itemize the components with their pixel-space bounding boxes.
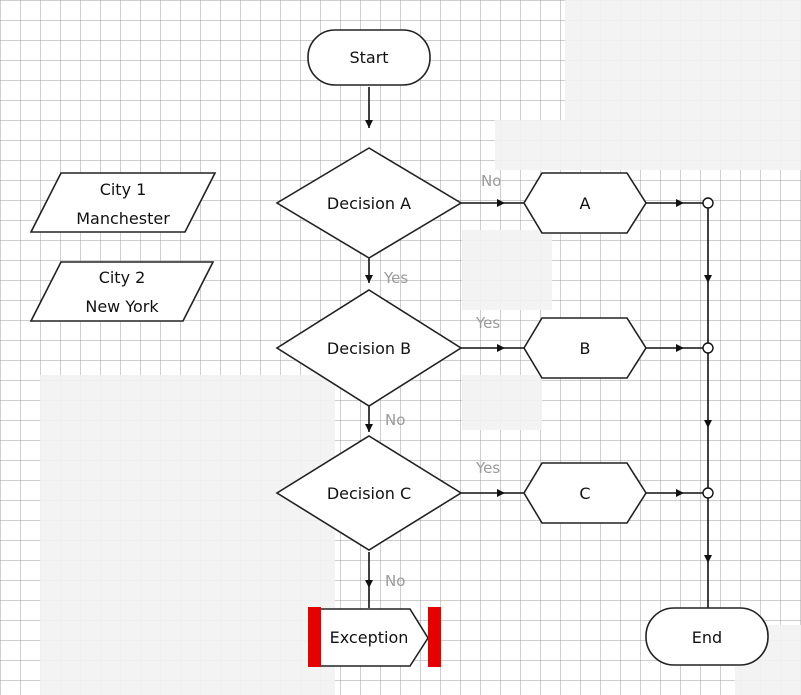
process-c-node[interactable]: C xyxy=(523,462,647,524)
decision-c-label: Decision C xyxy=(327,484,411,503)
edge-label-c-yes: Yes xyxy=(475,459,500,477)
edge-label-b-yes: Yes xyxy=(475,314,500,332)
exception-node[interactable]: Exception xyxy=(308,607,441,667)
junction-c xyxy=(702,487,714,499)
junction-b xyxy=(702,342,714,354)
decision-c-node[interactable]: Decision C xyxy=(275,435,463,551)
process-a-label: A xyxy=(580,194,591,213)
decision-a-label: Decision A xyxy=(327,194,411,213)
exception-bar-right xyxy=(428,607,441,667)
city-1-value: Manchester xyxy=(76,209,170,228)
process-c-label: C xyxy=(579,484,590,503)
decision-b-label: Decision B xyxy=(327,339,411,358)
process-b-node[interactable]: B xyxy=(523,317,647,379)
edge-labels: No Yes Yes No Yes No xyxy=(383,172,501,590)
start-label: Start xyxy=(349,48,388,67)
city-1-title: City 1 xyxy=(100,180,147,199)
city-2-value: New York xyxy=(85,297,159,316)
edge-label-a-no: No xyxy=(481,172,501,190)
faded-overlay xyxy=(40,0,801,695)
process-b-label: B xyxy=(580,339,591,358)
data-node-city-1[interactable]: City 1 Manchester xyxy=(29,172,217,233)
process-a-node[interactable]: A xyxy=(523,172,647,234)
exception-label: Exception xyxy=(330,628,409,647)
junction-a xyxy=(702,197,714,209)
decision-b-node[interactable]: Decision B xyxy=(275,289,463,407)
city-2-title: City 2 xyxy=(99,268,146,287)
end-node[interactable]: End xyxy=(645,607,769,666)
data-node-city-2[interactable]: City 2 New York xyxy=(29,261,215,322)
edge-label-b-no: No xyxy=(385,411,405,429)
start-node[interactable]: Start xyxy=(307,29,431,86)
connectors xyxy=(365,87,714,608)
exception-bar-left xyxy=(308,607,321,667)
decision-a-node[interactable]: Decision A xyxy=(275,147,463,259)
end-label: End xyxy=(692,628,722,647)
edge-label-a-yes: Yes xyxy=(383,269,408,287)
edge-label-c-no: No xyxy=(385,572,405,590)
